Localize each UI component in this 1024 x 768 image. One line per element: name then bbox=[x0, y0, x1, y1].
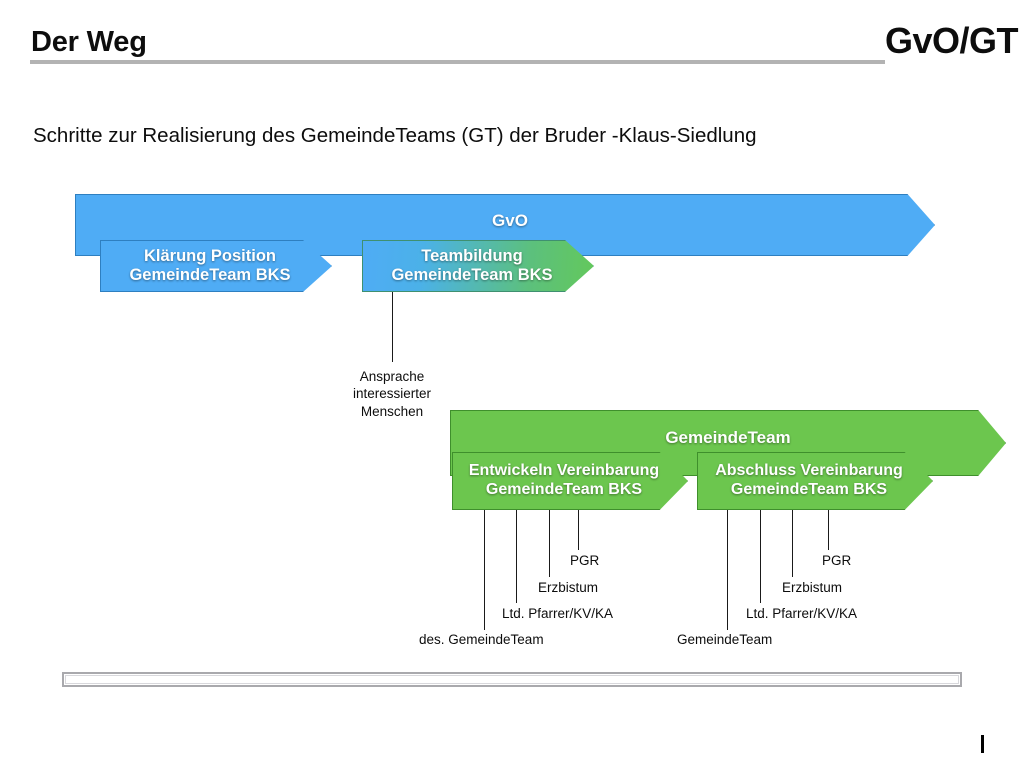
leader-line-teambildung-note bbox=[392, 292, 393, 362]
footer-progress-bar bbox=[62, 672, 962, 687]
leader-line-pgr-right bbox=[828, 510, 829, 550]
page-caret-marker bbox=[981, 735, 984, 753]
leader-line-erzbistum-left bbox=[549, 510, 550, 577]
step-arrow-abschluss-vereinbarung: Abschluss Vereinbarung GemeindeTeam BKS bbox=[697, 452, 933, 510]
step-arrow-klaerung-position-label: Klärung Position GemeindeTeam BKS bbox=[129, 246, 291, 284]
leader-line-gemeindeteam-right bbox=[727, 510, 728, 630]
callout-des-gemeindeteam: des. GemeindeTeam bbox=[419, 632, 544, 647]
step-arrow-teambildung: Teambildung GemeindeTeam BKS bbox=[362, 240, 594, 292]
footer-progress-bar-inner bbox=[65, 675, 959, 684]
header-divider bbox=[30, 60, 885, 64]
step-arrow-teambildung-label: Teambildung GemeindeTeam BKS bbox=[391, 246, 553, 284]
callout-erzbistum-right: Erzbistum bbox=[782, 580, 843, 595]
phase-arrow-gemeindeteam-label: GemeindeTeam bbox=[665, 428, 791, 447]
subtitle-text: Schritte zur Realisierung des GemeindeTe… bbox=[33, 124, 757, 147]
step-arrow-entwickeln-vereinbarung: Entwickeln Vereinbarung GemeindeTeam BKS bbox=[452, 452, 688, 510]
leader-line-ltd-pfarrer-right bbox=[760, 510, 761, 603]
step-arrow-abschluss-vereinbarung-label: Abschluss Vereinbarung GemeindeTeam BKS bbox=[715, 462, 903, 498]
leader-line-erzbistum-right bbox=[792, 510, 793, 577]
callout-gemeindeteam-right: GemeindeTeam bbox=[677, 632, 773, 647]
leader-line-ltd-pfarrer-left bbox=[516, 510, 517, 603]
callout-teambildung-note: Ansprache interessierter Menschen bbox=[352, 369, 432, 419]
brand-logo-text: GvO/GT bbox=[884, 20, 1019, 61]
phase-arrow-gvo-label: GvO bbox=[492, 211, 528, 230]
leader-line-des-gemeindeteam bbox=[484, 510, 485, 630]
callout-pgr-left: PGR bbox=[570, 553, 600, 568]
page-title: Der Weg bbox=[31, 26, 147, 58]
leader-line-pgr-left bbox=[578, 510, 579, 550]
callout-ltd-pfarrer-right: Ltd. Pfarrer/KV/KA bbox=[746, 606, 858, 621]
callout-erzbistum-left: Erzbistum bbox=[538, 580, 599, 595]
callout-ltd-pfarrer-left: Ltd. Pfarrer/KV/KA bbox=[502, 606, 614, 621]
step-arrow-klaerung-position: Klärung Position GemeindeTeam BKS bbox=[100, 240, 332, 292]
step-arrow-entwickeln-vereinbarung-label: Entwickeln Vereinbarung GemeindeTeam BKS bbox=[468, 462, 660, 498]
callout-pgr-right: PGR bbox=[822, 553, 852, 568]
